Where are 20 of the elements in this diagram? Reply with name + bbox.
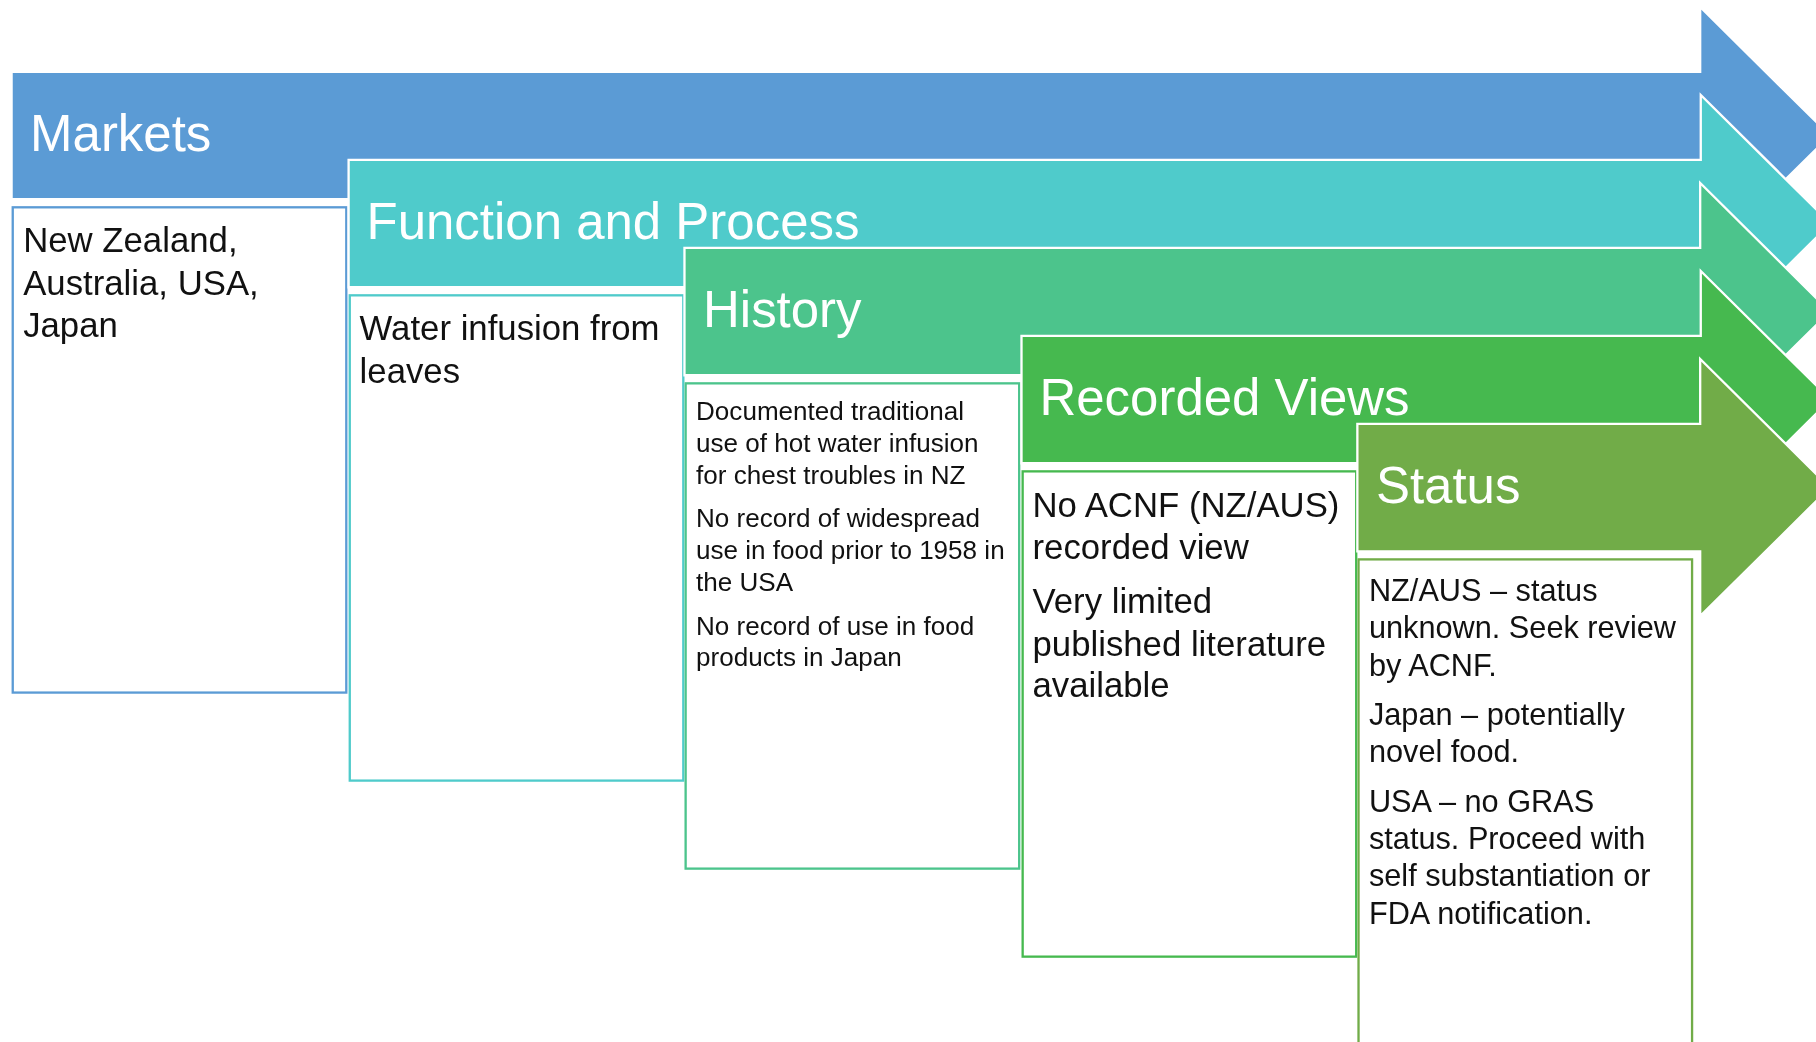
body-text: Very limited published literature available [1032,580,1328,707]
arrow-heading: Recorded Views [1039,368,1410,427]
body-text: NZ/AUS – status unknown. Seek review by ACNF. [1368,572,1678,685]
arrow-heading: History [703,280,862,339]
body-text: New Zealand, Australia, USA, Japan [23,220,260,347]
content-panel [11,206,348,694]
body-text: USA – no GRAS status. Proceed with self substantiation or FDA notification. [1368,782,1652,933]
content-panel [1020,470,1357,958]
content-panel [348,294,684,782]
body-text: Japan – potentially novel food. [1368,696,1626,771]
arrow-heading: Function and Process [366,192,860,251]
content-panel [1357,558,1694,1042]
arrow-heading: Markets [30,104,212,163]
body-text: No record of widespread use in food prior to 1958 in the USA [696,503,1006,599]
body-text: No ACNF (NZ/AUS) recorded view [1032,484,1341,568]
body-text: No record of use in food products in Japan [696,610,976,674]
body-text: Documented traditional use of hot water infusion for chest troubles in NZ [696,396,980,492]
content-panel [684,382,1021,870]
arrow-heading: Status [1375,456,1521,515]
body-text: Water infusion from leaves [359,308,661,392]
